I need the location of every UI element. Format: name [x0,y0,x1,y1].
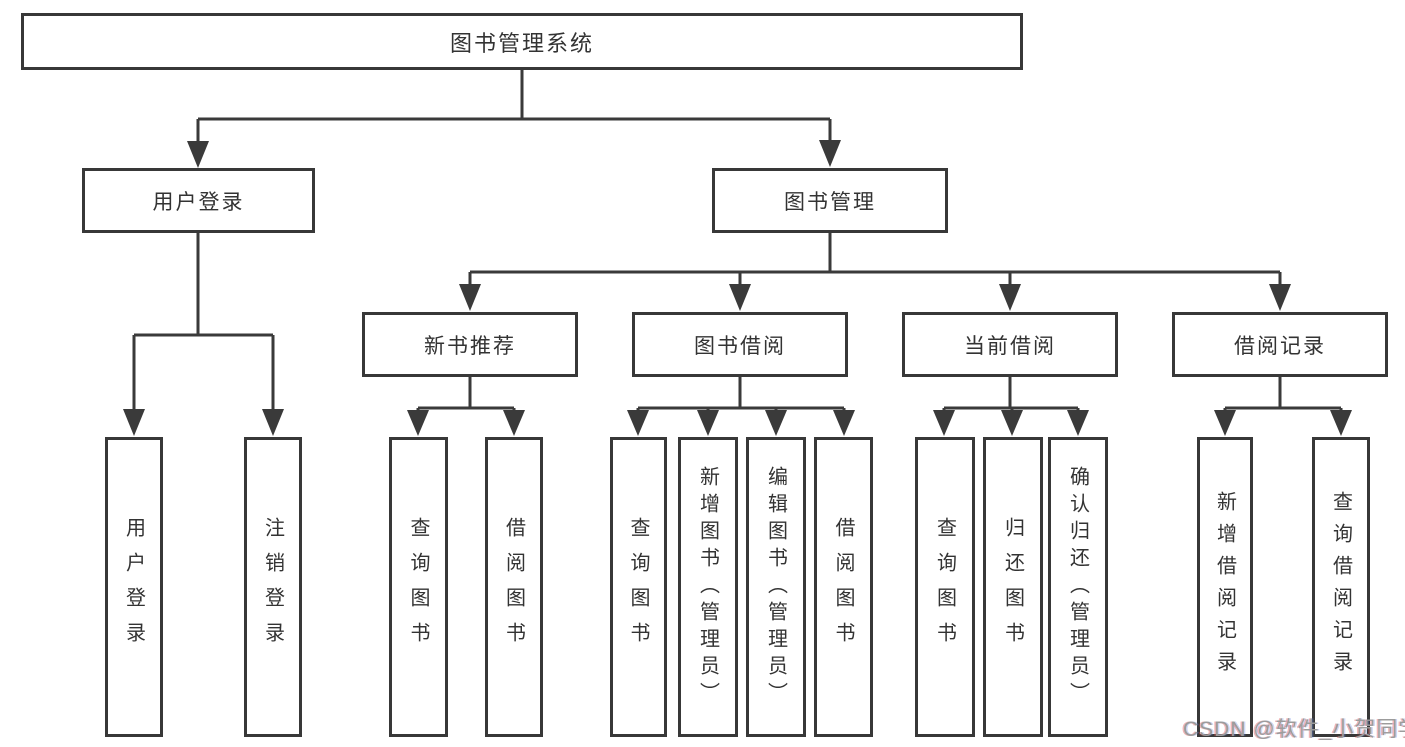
node-book-management: 图书管理 [712,168,948,233]
connector-bookborrow-to-leaves [627,377,855,436]
leaf-logout: 注销登录 [244,437,302,737]
connector-bookmgmt-to-level3 [459,233,1291,311]
leaf-edit-books-admin: 编辑图书（管理员） [746,437,806,737]
connector-userlogin-to-leaves [123,233,284,436]
leaf-query-borrow-record: 查询借阅记录 [1312,437,1370,737]
leaf-add-borrow-record: 新增借阅记录 [1197,437,1253,737]
connector-root-to-level2 [187,70,841,168]
leaf-query-books-current: 查询图书 [915,437,975,737]
leaf-confirm-return-admin: 确认归还（管理员） [1048,437,1108,737]
leaf-borrow-books: 借阅图书 [814,437,873,737]
leaf-query-books-borrow: 查询图书 [610,437,667,737]
node-borrow-record: 借阅记录 [1172,312,1388,377]
leaf-query-books-newbook: 查询图书 [389,437,448,737]
leaf-user-login: 用户登录 [105,437,163,737]
connector-newbook-to-leaves [407,377,525,436]
csdn-watermark: CSDN @软件_小贺同学 [1183,718,1405,741]
node-current-borrow: 当前借阅 [902,312,1118,377]
node-new-book-recommend: 新书推荐 [362,312,578,377]
connector-borrowrecord-to-leaves [1214,377,1352,436]
connector-currentborrow-to-leaves [933,377,1089,436]
node-book-borrow: 图书借阅 [632,312,848,377]
leaf-borrow-books-newbook: 借阅图书 [485,437,543,737]
leaf-add-books-admin: 新增图书（管理员） [678,437,738,737]
leaf-return-books: 归还图书 [983,437,1043,737]
node-library-management-system: 图书管理系统 [21,13,1023,70]
node-user-login: 用户登录 [82,168,315,233]
